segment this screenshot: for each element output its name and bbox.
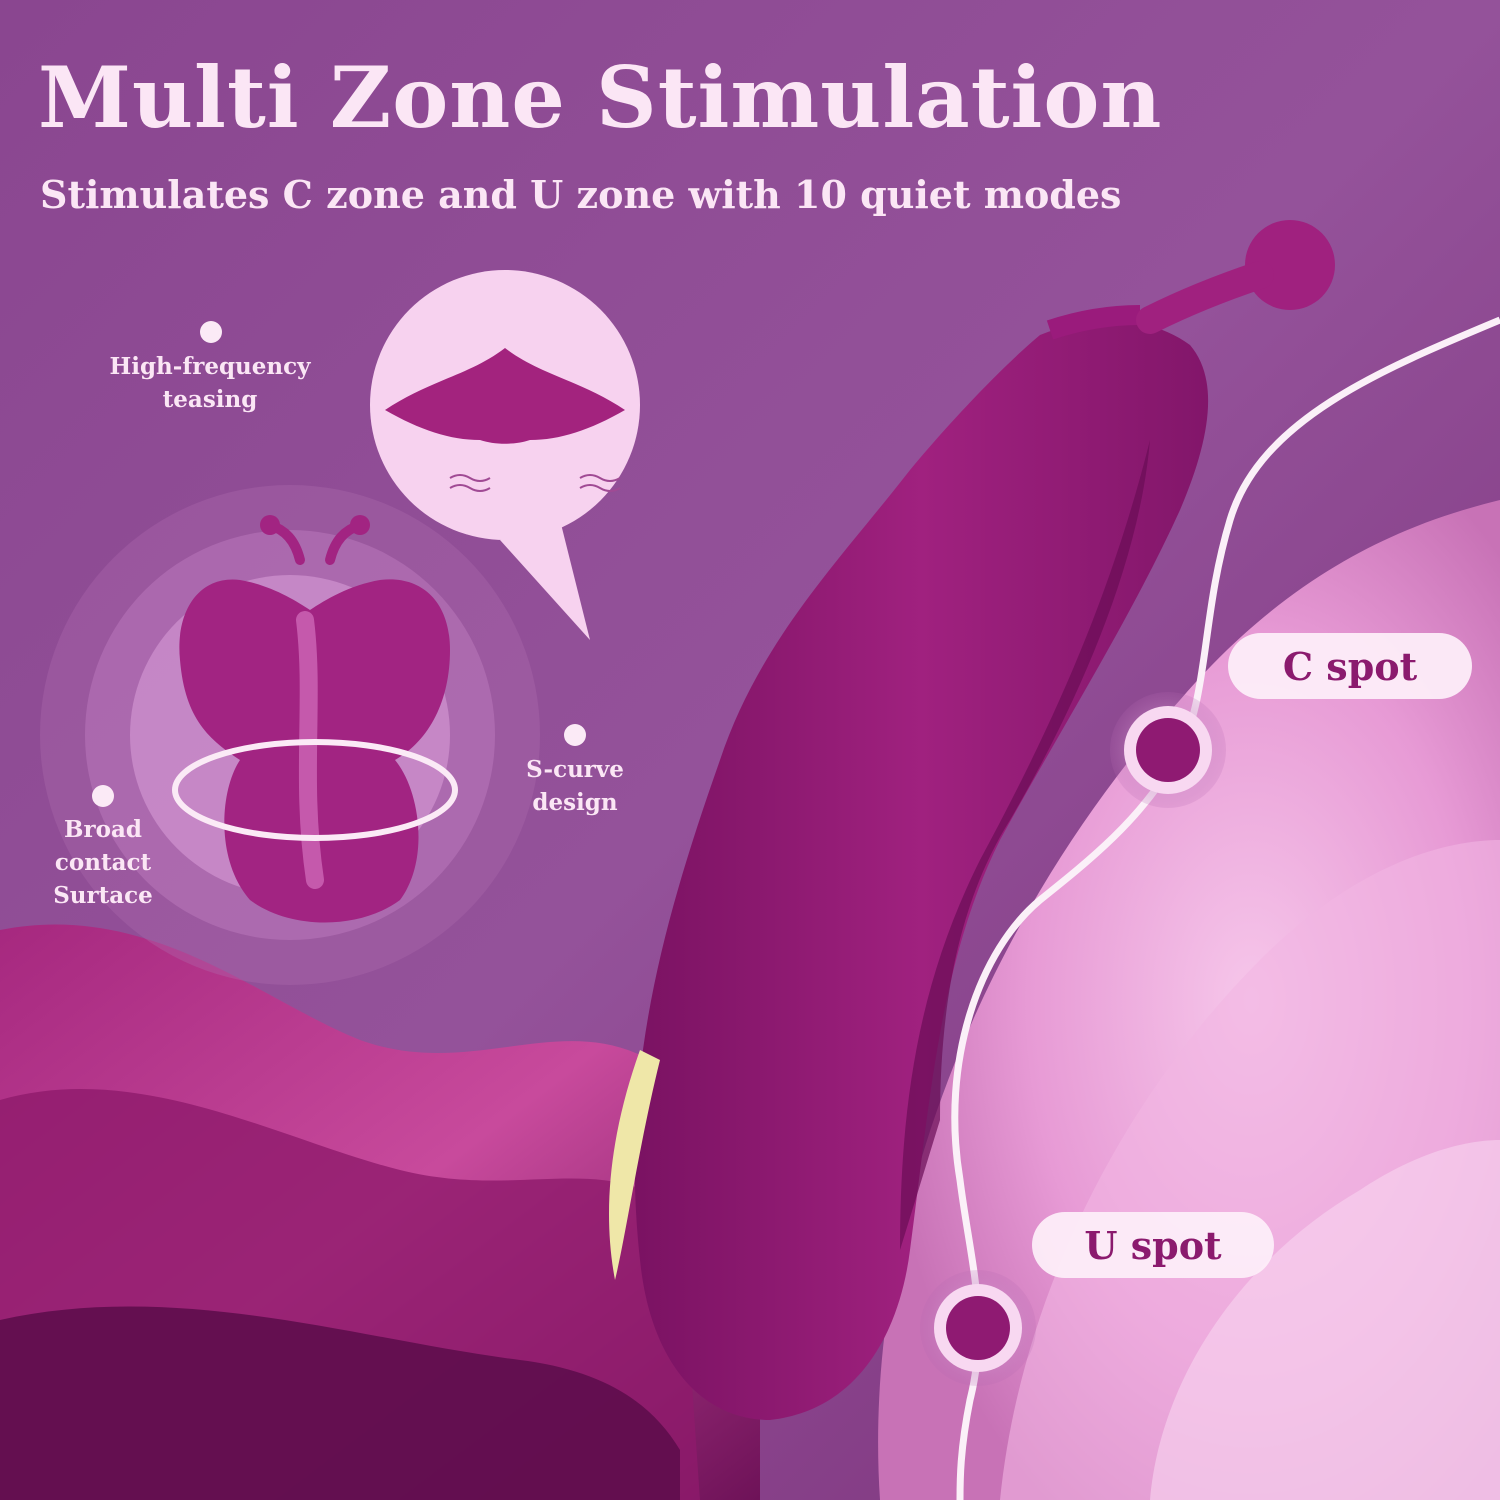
subheadline: Stimulates C zone and U zone with 10 qui… (40, 172, 1122, 217)
feature-dot-s-curve (564, 724, 586, 746)
u-spot-label-text: U spot (1084, 1222, 1222, 1268)
feature-broad-contact: Broad contact Surtace (53, 816, 153, 909)
c-spot-label: C spot (1228, 633, 1472, 699)
headline: Multi Zone Stimulation (38, 48, 1163, 147)
side-view-bubble (370, 270, 640, 640)
product-side-view (609, 220, 1335, 1420)
feature-dot-high-frequency (200, 321, 222, 343)
c-spot-label-text: C spot (1282, 643, 1418, 689)
feature-s-curve: S-curve design (526, 756, 624, 816)
feature-dot-broad-contact (92, 785, 114, 807)
u-spot-marker (920, 1270, 1036, 1386)
u-spot-label: U spot (1032, 1212, 1274, 1278)
rotation-arc (172, 739, 458, 841)
feature-high-frequency: High-frequency teasing (109, 353, 311, 413)
c-spot-marker (1110, 692, 1226, 808)
